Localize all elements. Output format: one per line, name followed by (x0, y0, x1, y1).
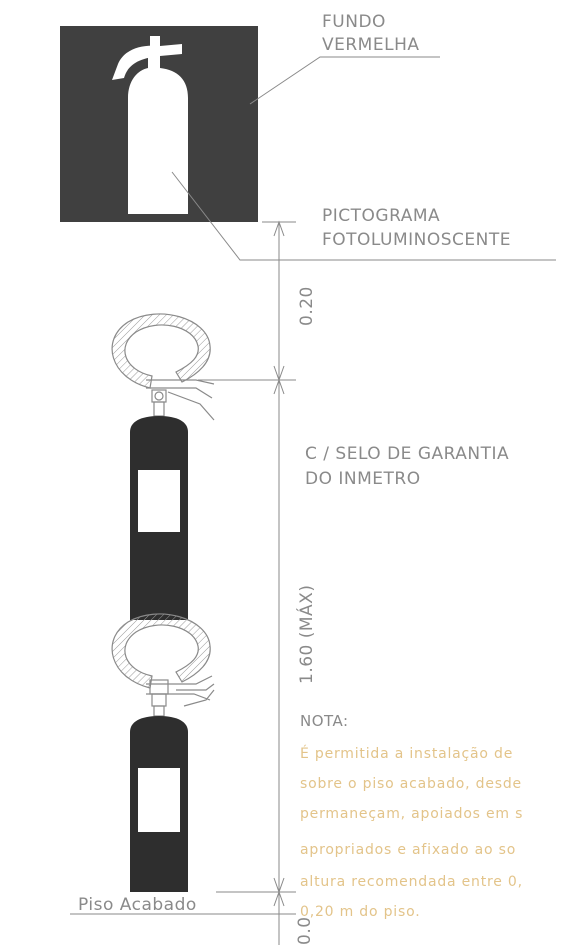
note-line: permaneçam, apoiados em s (300, 806, 523, 822)
pictogram-label-line1: PICTOGRAMA (322, 206, 440, 226)
note-line: sobre o piso acabado, desde (300, 776, 522, 792)
hose-icon (111, 613, 211, 689)
inmetro-label-line1: C / SELO DE GARANTIA (305, 444, 509, 464)
note-line: 0,20 m do piso. (300, 904, 420, 920)
dimension-1-60-max: 1.60 (MÁX) (295, 585, 317, 684)
note-line: É permitida a instalação de (300, 745, 513, 762)
note-title: NOTA: (300, 712, 349, 730)
note-line: apropriados e afixado ao so (300, 842, 516, 858)
note-line: altura recomendada entre 0, (300, 874, 523, 890)
inmetro-label-line2: DO INMETRO (305, 469, 421, 489)
inmetro-seal-label (138, 768, 180, 832)
bottom-dimension-glyph: 0.0 (295, 916, 315, 945)
extinguisher-floor-standing (111, 613, 215, 892)
fundo-label-line1: FUNDO (322, 12, 386, 32)
inmetro-seal-label (138, 470, 180, 532)
extinguisher-wall-mounted (111, 313, 215, 620)
piso-acabado-label: Piso Acabado (78, 895, 197, 915)
fire-extinguisher-sign (60, 26, 258, 222)
dimension-0-20: 0.20 (297, 286, 317, 326)
pictogram-label-line2: FOTOLUMINOSCENTE (322, 230, 511, 250)
leader-lines (171, 56, 556, 261)
fundo-label-line2: VERMELHA (322, 35, 419, 55)
hose-icon (111, 313, 211, 389)
dimension-lines (70, 220, 296, 945)
